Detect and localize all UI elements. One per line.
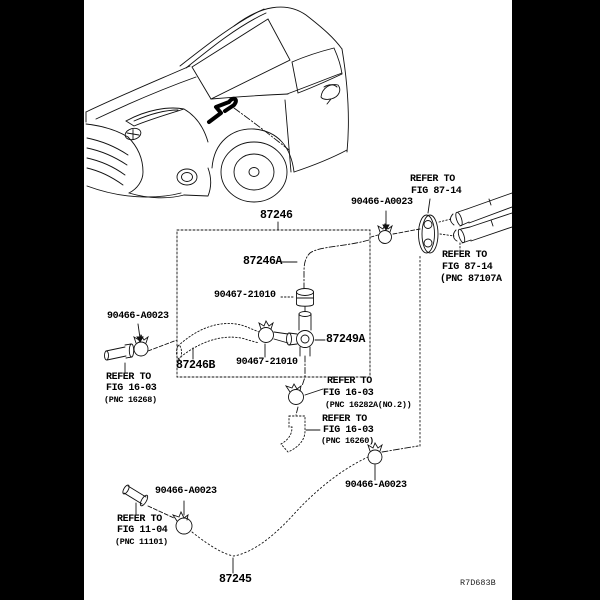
clamp-90466-left-icon xyxy=(133,333,178,357)
part-number-87246A: 87246A xyxy=(243,255,283,268)
ref-fig11-line2: FIG 11-04 xyxy=(117,525,168,536)
highlighted-washer-hose xyxy=(207,96,238,124)
headlight xyxy=(125,107,185,127)
ref-fig87-hose-line2: FIG 87-14 xyxy=(442,262,493,273)
wheel-arch xyxy=(211,128,295,173)
vehicle-outline xyxy=(85,6,349,203)
toyota-emblem xyxy=(124,127,142,141)
ref-fig87-hose-line3: (PNC 87107A xyxy=(440,274,502,285)
ref-fig16-low-line3: (PNC 16260) xyxy=(321,436,374,446)
part-number-90466-bottom-left: 90466-A0023 xyxy=(155,486,217,497)
diagram-paper: 87246 90466-A0023 REFER TO FIG 87-14 REF… xyxy=(84,0,512,600)
part-number-90467-upper: 90467-21010 xyxy=(214,290,276,301)
windshield xyxy=(191,18,291,100)
ref-fig16-left-line3: (PNC 16268) xyxy=(104,395,157,405)
clamp-ref-16282A-icon xyxy=(284,383,304,405)
drawing-code: R7D683B xyxy=(460,578,496,588)
ref-fig87-nozzle-line1: REFER TO xyxy=(410,174,455,185)
right-letterbox xyxy=(512,0,600,600)
assembly-box-87246 xyxy=(176,229,371,378)
clamp-90466-cowl-icon xyxy=(370,222,421,244)
clamp-90466-bottom-right-icon xyxy=(367,441,383,465)
front-wheel xyxy=(220,141,288,203)
ref-fig11-line3: (PNC 11101) xyxy=(115,537,168,547)
ref-fig16-low-line1: REFER TO xyxy=(322,414,367,425)
diagram-canvas xyxy=(85,6,512,574)
grille-edge xyxy=(127,136,144,194)
part-number-90466-left: 90466-A0023 xyxy=(107,311,169,322)
hose-87246-line xyxy=(295,239,370,416)
part-number-87249A: 87249A xyxy=(326,333,366,346)
fog-lamp xyxy=(176,168,198,186)
clamp-90467-lower-icon xyxy=(258,319,289,344)
ref-fig16-low-line2: FIG 16-03 xyxy=(323,425,374,436)
clamp-90466-bottom-left-icon xyxy=(171,510,193,535)
ref-fig16-left-line1: REFER TO xyxy=(106,372,151,383)
cowl-grommet-icon xyxy=(418,214,439,254)
side-window xyxy=(291,47,343,94)
ref-fig87-hose-line1: REFER TO xyxy=(442,250,487,261)
joint-87249A-icon xyxy=(286,311,314,357)
hose-87245-line xyxy=(147,255,421,557)
part-number-87246B: 87246B xyxy=(176,359,216,372)
pipe-ref-11101-icon xyxy=(122,484,149,507)
part-number-90466-cowl: 90466-A0023 xyxy=(351,197,413,208)
washer-nozzle-pipes-icon xyxy=(438,192,512,244)
part-number-90466-bottom-right: 90466-A0023 xyxy=(345,480,407,491)
part-number-90467-lower: 90467-21010 xyxy=(236,357,298,368)
side-mirror xyxy=(320,84,341,100)
ref-fig16-left-line2: FIG 16-03 xyxy=(106,383,157,394)
clamp-90467-upper-icon xyxy=(296,288,314,307)
ref-fig16-mid-line3: (PNC 16282A(NO.2)) xyxy=(325,400,412,410)
leader-lines xyxy=(124,198,461,574)
left-letterbox xyxy=(0,0,84,600)
ref-fig16-mid-line1: REFER TO xyxy=(327,376,372,387)
pipe-ref-16268-icon xyxy=(104,343,135,361)
ref-fig11-line1: REFER TO xyxy=(117,514,162,525)
part-number-87246: 87246 xyxy=(260,209,293,222)
hose-87246B-icon xyxy=(176,323,260,360)
elbow-hose-ref-16260-icon xyxy=(280,415,306,453)
b-pillar xyxy=(284,99,292,173)
ref-fig16-mid-line2: FIG 16-03 xyxy=(323,388,374,399)
part-number-87245: 87245 xyxy=(219,573,252,586)
ref-fig87-nozzle-line2: FIG 87-14 xyxy=(411,186,462,197)
